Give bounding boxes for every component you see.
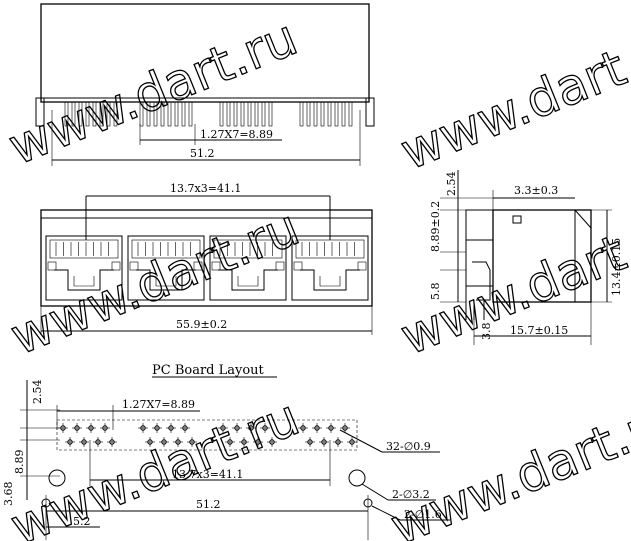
- top-pin: [226, 101, 231, 127]
- top-pin: [85, 101, 90, 127]
- side-height-dim: 13.4±0.15: [610, 238, 623, 296]
- side-depth-dim: 3.3±0.3: [514, 184, 558, 197]
- rj45-port: [45, 235, 123, 301]
- board-row-spacing-dim: 8.89: [13, 450, 26, 475]
- top-pin: [153, 101, 158, 127]
- top-pin: [106, 101, 111, 127]
- top-pin: [306, 101, 311, 127]
- board-pitch-dim: 1.27X7=8.89: [122, 398, 195, 411]
- top-pin: [261, 101, 266, 127]
- top-view-left-tab: [35, 97, 45, 127]
- top-pin: [254, 101, 259, 127]
- top-pin: [313, 101, 318, 127]
- side-pin-offset-dim: 5.8: [429, 283, 442, 301]
- top-pin: [233, 101, 238, 127]
- board-layout-title: PC Board Layout: [152, 363, 265, 378]
- board-peg-holes-dim: 2-∅1.6: [404, 508, 442, 521]
- top-view-pins: [64, 101, 353, 127]
- front-port-pitch-dim: 13.7x3=41.1: [170, 182, 241, 195]
- side-view-led: [512, 215, 522, 224]
- top-pin: [181, 101, 186, 127]
- top-pin: [188, 101, 193, 127]
- top-pin: [219, 101, 224, 127]
- top-pin: [348, 101, 353, 127]
- top-view: 1.27X7=8.89 51.2: [35, 3, 375, 166]
- watermark-6: www.dart.ru: [383, 388, 631, 541]
- board-mount-offset-dim: 3.68: [2, 482, 15, 507]
- side-view-spring: [472, 261, 491, 301]
- top-view-right-tab: [365, 97, 375, 127]
- rj45-port: [291, 235, 369, 301]
- top-pin: [174, 101, 179, 127]
- top-pin: [327, 101, 332, 127]
- side-length-dim: 15.7±0.15: [510, 324, 568, 337]
- rj45-port: [127, 235, 205, 301]
- board-port-pitch-dim: 13.7x3=41.1: [172, 468, 243, 481]
- top-pin: [334, 101, 339, 127]
- board-mount-holes-dim: 2-∅3.2: [392, 488, 430, 501]
- board-overall-dim: 51.2: [196, 498, 221, 511]
- side-small-dim: 3.8: [480, 323, 493, 341]
- side-view: 2.54 8.89±0.2 5.8 3.3±0.3 13.4±0.15 15.7…: [429, 170, 623, 345]
- watermark-2: www.dart.ru: [3, 198, 307, 366]
- top-pin: [320, 101, 325, 127]
- top-pin: [160, 101, 165, 127]
- mount-hole-right: [348, 469, 366, 487]
- board-layout: PC Board Layout 2.54 8.89 3.68 1.27X7=8.…: [2, 363, 450, 540]
- board-row-gap-dim: 2.54: [31, 380, 44, 405]
- front-view: 13.7x3=41.1 55.9±0.2: [40, 182, 373, 335]
- top-pin: [167, 101, 172, 127]
- top-pitch-dim: 1.27X7=8.89: [200, 128, 273, 141]
- top-pin: [247, 101, 252, 127]
- top-pin: [64, 101, 69, 127]
- top-pin: [146, 101, 151, 127]
- board-left-dim: 5.2: [73, 515, 91, 528]
- board-signal-holes: [58, 423, 357, 447]
- top-pin: [139, 101, 144, 127]
- top-pin: [99, 101, 104, 127]
- watermarks: www.dart.ru www.dart.ru www.dart.ru www.…: [0, 8, 631, 541]
- top-overall-dim: 51.2: [190, 147, 215, 160]
- front-view-ports: [45, 235, 369, 301]
- top-pin: [92, 101, 97, 127]
- top-pin: [78, 101, 83, 127]
- front-width-dim: 55.9±0.2: [176, 318, 227, 331]
- front-view-housing: [40, 209, 373, 307]
- side-row-spacing-dim: 8.89±0.2: [429, 201, 442, 252]
- side-view-shield: [465, 209, 494, 241]
- top-pin: [268, 101, 273, 127]
- top-view-housing: [40, 3, 370, 103]
- top-pin: [341, 101, 346, 127]
- rj45-port: [209, 235, 287, 301]
- board-signal-holes-dim: 32-∅0.9: [386, 440, 431, 453]
- top-pin: [71, 101, 76, 127]
- side-top-gap-dim: 2.54: [445, 172, 458, 197]
- top-pin: [299, 101, 304, 127]
- mount-hole-left: [48, 469, 66, 487]
- watermark-1: www.dart.ru: [1, 8, 305, 176]
- top-pin: [113, 101, 118, 127]
- top-pin: [240, 101, 245, 127]
- watermark-4: www.dart.ru: [393, 13, 631, 181]
